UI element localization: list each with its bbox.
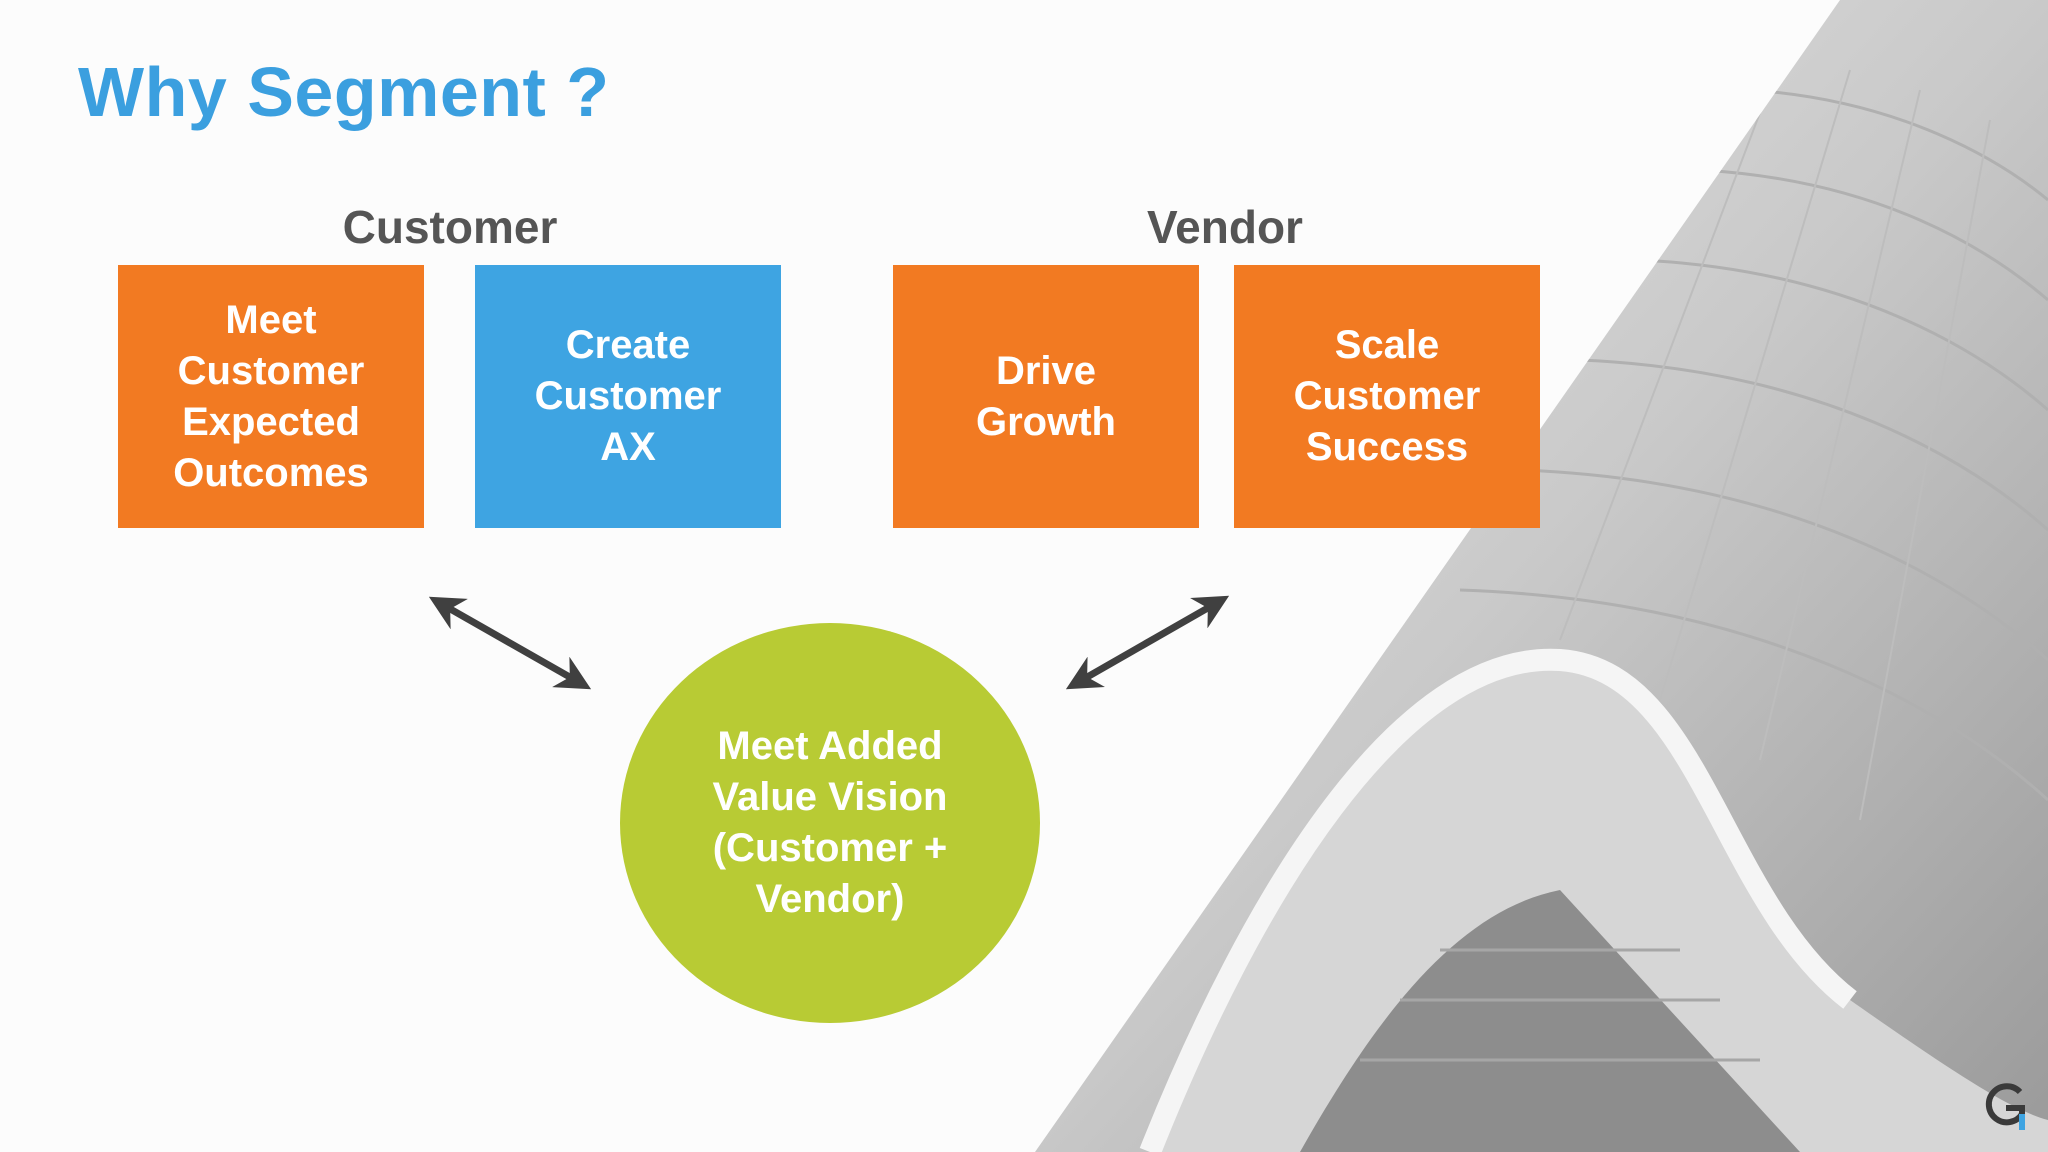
center-circle-label: Meet Added Value Vision (Customer + Vend… xyxy=(712,724,948,921)
box-label: Scale Customer Success xyxy=(1293,323,1481,469)
box-drive-growth: Drive Growth xyxy=(893,265,1199,528)
box-label: Create Customer AX xyxy=(534,323,722,469)
box-scale-customer-success: Scale Customer Success xyxy=(1234,265,1540,528)
box-label: Drive Growth xyxy=(976,348,1116,444)
slide-title: Why Segment ? xyxy=(78,53,610,131)
box-label: Meet Customer Expected Outcomes xyxy=(173,297,369,495)
vendor-group-label: Vendor xyxy=(1147,201,1303,253)
g-logo-icon xyxy=(1985,1083,2025,1130)
box-meet-customer-expected-outcomes: Meet Customer Expected Outcomes xyxy=(118,265,424,528)
box-create-customer-ax: Create Customer AX xyxy=(475,265,781,528)
center-circle: Meet Added Value Vision (Customer + Vend… xyxy=(620,623,1040,1023)
customer-group-label: Customer xyxy=(342,201,558,253)
